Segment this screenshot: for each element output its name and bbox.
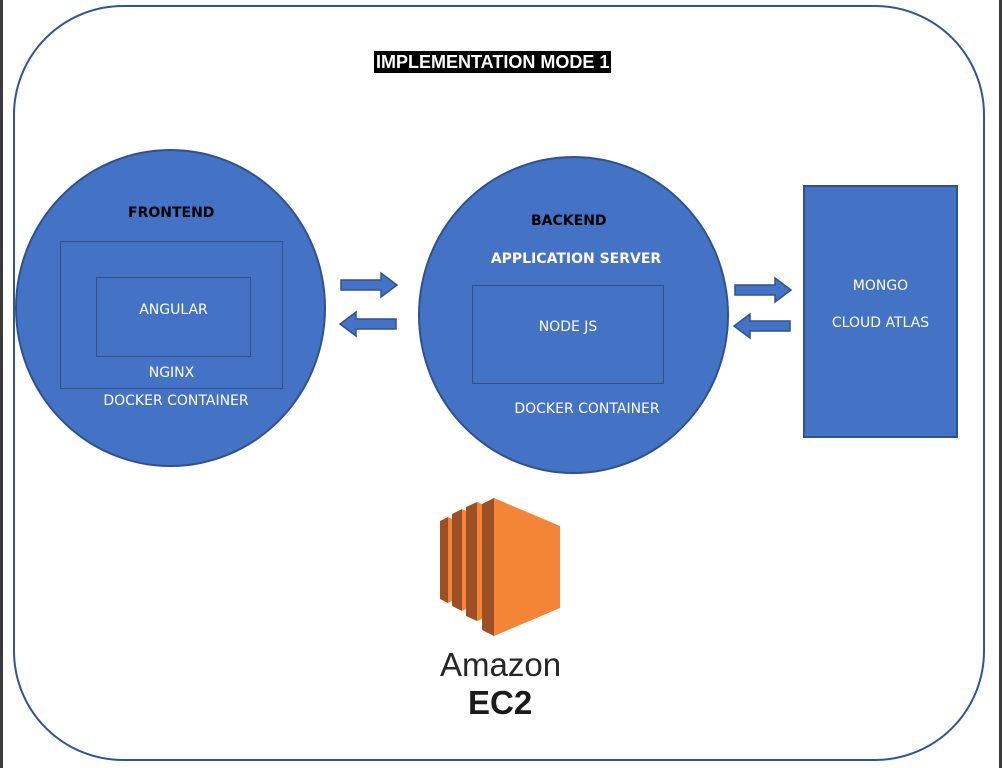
ec2-label: EC2 (468, 684, 533, 721)
diagram-frame (13, 5, 985, 761)
amazon-label: Amazon (440, 646, 562, 683)
arrow-left-mongo-to-backend (733, 312, 791, 340)
mongo-label: MONGO (852, 278, 909, 294)
backend-container-label: DOCKER CONTAINER (514, 401, 660, 417)
mongo-cloud-atlas-node (803, 185, 958, 438)
nginx-box (60, 241, 283, 389)
node-js-box (472, 285, 664, 384)
amazon-ec2-icon (440, 498, 560, 636)
diagram-title: IMPLEMENTATION MODE 1 (374, 51, 612, 73)
frontend-container-label: DOCKER CONTAINER (103, 393, 249, 409)
angular-box (96, 277, 251, 357)
application-server-label: APPLICATION SERVER (490, 251, 662, 267)
arrow-left-backend-to-frontend (339, 310, 397, 338)
backend-node (418, 156, 729, 474)
cloud-atlas-label: CLOUD ATLAS (831, 315, 930, 331)
angular-label: ANGULAR (139, 302, 208, 318)
node-js-label: NODE JS (538, 319, 598, 335)
nginx-label: NGINX (148, 365, 195, 381)
arrow-right-frontend-to-backend (340, 271, 398, 299)
left-window-edge (0, 0, 3, 768)
arrow-right-backend-to-mongo (734, 276, 792, 304)
backend-heading: BACKEND (531, 213, 607, 229)
frontend-heading: FRONTEND (128, 205, 215, 221)
right-window-edge (999, 0, 1002, 768)
frontend-node (15, 149, 326, 467)
